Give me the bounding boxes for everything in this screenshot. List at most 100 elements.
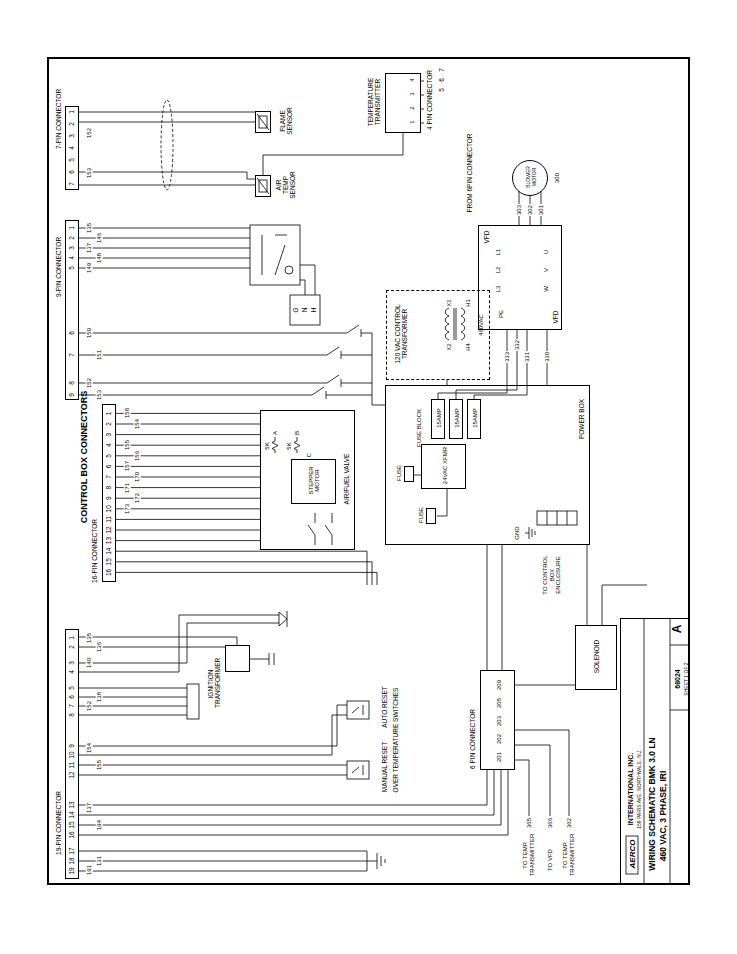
wire-number: 172 [134, 492, 141, 504]
over-temperature-switch [347, 701, 369, 779]
switch-symbol [308, 513, 332, 545]
fuse-box: FUSE [426, 508, 436, 524]
pin-number: 16 [68, 831, 75, 838]
pin-number: 7 [68, 353, 75, 357]
wire-number: 137 [86, 242, 93, 254]
wire-number: 136 [96, 641, 103, 653]
node-label: 15AMP [472, 408, 479, 428]
wire [421, 81, 424, 123]
wire-number: 332 [514, 339, 521, 351]
terminal-label: 68024 [674, 669, 682, 688]
terminal-label: 460 VAC, 3 PHASE, IRI [659, 771, 668, 862]
transformer-box: 24VAC XFMR [421, 444, 466, 489]
node-label: 120 VAC CONTROL TRANSFORMER [394, 294, 408, 374]
callout-label: H1 [465, 299, 472, 307]
pin-number: 9 [68, 393, 75, 397]
wire-number: 331 [524, 351, 531, 363]
pin-number: 13 [105, 537, 112, 544]
drawing-sheet: 7-PIN CONNECTOR9-PIN CONNECTOR16-PIN CON… [47, 57, 690, 885]
wire-number: 155 [96, 759, 103, 771]
pin-number: 1 [105, 412, 112, 416]
pin-number: 11 [68, 762, 75, 769]
wire-number: 152 [86, 127, 93, 139]
wire-number: 366 [547, 817, 554, 829]
pin-number: 12 [105, 526, 112, 533]
callout-label: X2 [446, 343, 453, 350]
callout-label: TO TEMP. TRANSMITTER [522, 833, 535, 877]
wire-number: 137 [86, 802, 93, 814]
wire [79, 615, 279, 672]
wire-number: 149 [86, 262, 93, 274]
vfd-box: VFDL1L2L3UVWPEVFD [478, 225, 562, 330]
wire-number: 173 [124, 503, 131, 515]
title-block: AERCOINTERNATIONAL INC.159 PARIS AVE. NO… [620, 618, 690, 885]
node-label: AERCO [629, 840, 638, 869]
terminal-label: L1 [495, 249, 502, 256]
callout-label: GND [514, 526, 521, 539]
wire-number: 362 [566, 817, 573, 829]
wire-number: 191 [86, 864, 93, 876]
solenoid-box: SOLENOID [575, 625, 617, 690]
pin-number: 4 [68, 146, 75, 150]
over-temperature-switch [352, 765, 363, 775]
node-label: SOLENOID [593, 640, 600, 674]
wire [300, 265, 315, 295]
wire-number: 333 [504, 351, 511, 363]
callout-label: 4 PIN CONNECTOR [426, 70, 433, 130]
callout-label: X1 [446, 299, 453, 306]
callout-label: C [306, 453, 313, 457]
pin-number: 14 [105, 548, 112, 555]
wire-number: 153 [86, 167, 93, 179]
terminal-label: 201 [496, 752, 503, 762]
wire-number: 152 [86, 377, 93, 389]
transformer-coil [445, 308, 449, 340]
transmitter-box: TEMPERATURE TRANSMITTER1234 [385, 73, 421, 133]
callout-label: B [294, 431, 301, 435]
wire-connector [79, 122, 255, 123]
transformer-box: IGNITION TRANSFORMER [225, 645, 250, 672]
terminal-label: 3 [409, 92, 416, 95]
schematic-art [47, 57, 690, 885]
wire [116, 551, 377, 585]
wire [79, 112, 255, 179]
pin-number: 4 [68, 256, 75, 260]
callout-label: FROM 6PIN CONNECTOR [466, 134, 473, 213]
pin-number: 14 [68, 811, 75, 818]
wire-connector [116, 434, 260, 435]
wire-number: 152 [86, 700, 93, 712]
relay-symbol [290, 295, 320, 325]
node-label: 16-PIN CONNECTOR [91, 519, 98, 583]
sensor-symbol [257, 178, 269, 194]
shield-ellipse [161, 100, 173, 190]
node-label: TEMPERATURE TRANSMITTER [367, 67, 381, 137]
transformer-coil [461, 308, 465, 340]
wire-number: 154 [134, 418, 141, 430]
wire-number: 140 [86, 657, 93, 669]
wire [79, 770, 508, 835]
terminal-label: 1 [409, 120, 416, 123]
fuse-box: 15AMP [431, 399, 445, 439]
terminal-label: 2 [409, 106, 416, 109]
pin-number: 3 [105, 433, 112, 437]
pin-number: 10 [68, 751, 75, 758]
over-temperature-switch [347, 701, 369, 719]
pin-number: 15 [105, 558, 112, 565]
pin-number: 7 [438, 68, 445, 72]
wire-number: 135 [86, 222, 93, 234]
wire-connector [515, 685, 575, 686]
node-label: 6 PIN CONNECTOR [469, 709, 476, 769]
callout-label: MANUAL RESET [381, 742, 388, 792]
node-label: 19-PIN CONNECTOR [55, 791, 62, 855]
callout-label: FUSE BLOCK [416, 409, 423, 447]
sensor-box: AIR TEMP SENSOR [255, 175, 271, 197]
potentiometer-symbol [272, 437, 300, 453]
pin-number: 4 [105, 443, 112, 447]
callout-label: 460VAC [478, 314, 485, 336]
pin-number: 16 [105, 569, 112, 576]
flame-symbol [187, 684, 199, 719]
over-temperature-switch [352, 705, 363, 715]
pin-number: 19 [68, 867, 75, 874]
wire [438, 385, 527, 399]
pin-number: 2 [68, 122, 75, 126]
motor-box: STEPPER MOTOR [291, 459, 336, 504]
